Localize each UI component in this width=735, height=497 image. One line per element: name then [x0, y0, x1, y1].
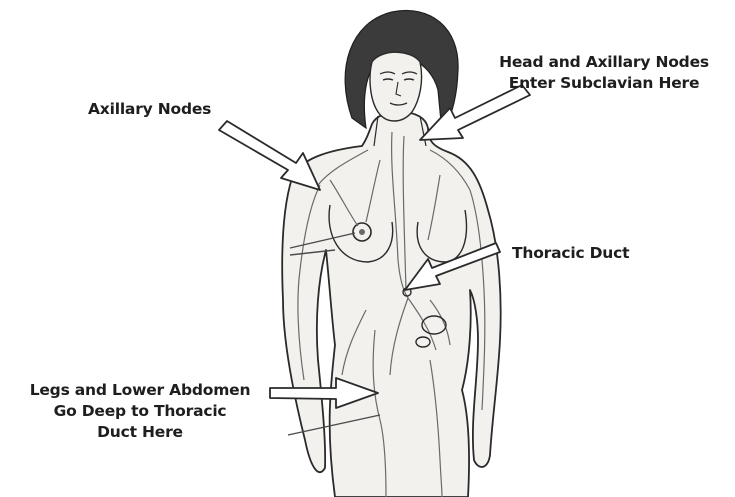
label-line: Thoracic Duct	[512, 243, 629, 264]
label-legs-lower-abdomen: Legs and Lower Abdomen Go Deep to Thorac…	[4, 380, 276, 443]
label-head-axillary-nodes: Head and Axillary Nodes Enter Subclavian…	[476, 52, 732, 94]
face-shape	[370, 52, 422, 121]
label-line: Head and Axillary Nodes	[476, 52, 732, 73]
label-line: Enter Subclavian Here	[476, 73, 732, 94]
body-silhouette	[282, 112, 501, 497]
label-thoracic-duct: Thoracic Duct	[512, 243, 629, 264]
axillary-node-center	[359, 229, 365, 235]
label-line: Duct Here	[4, 422, 276, 443]
label-line: Axillary Nodes	[88, 99, 211, 120]
label-line: Legs and Lower Abdomen	[4, 380, 276, 401]
arrow-axillary-nodes	[219, 121, 320, 190]
label-line: Go Deep to Thoracic	[4, 401, 276, 422]
label-axillary-nodes: Axillary Nodes	[88, 99, 211, 120]
